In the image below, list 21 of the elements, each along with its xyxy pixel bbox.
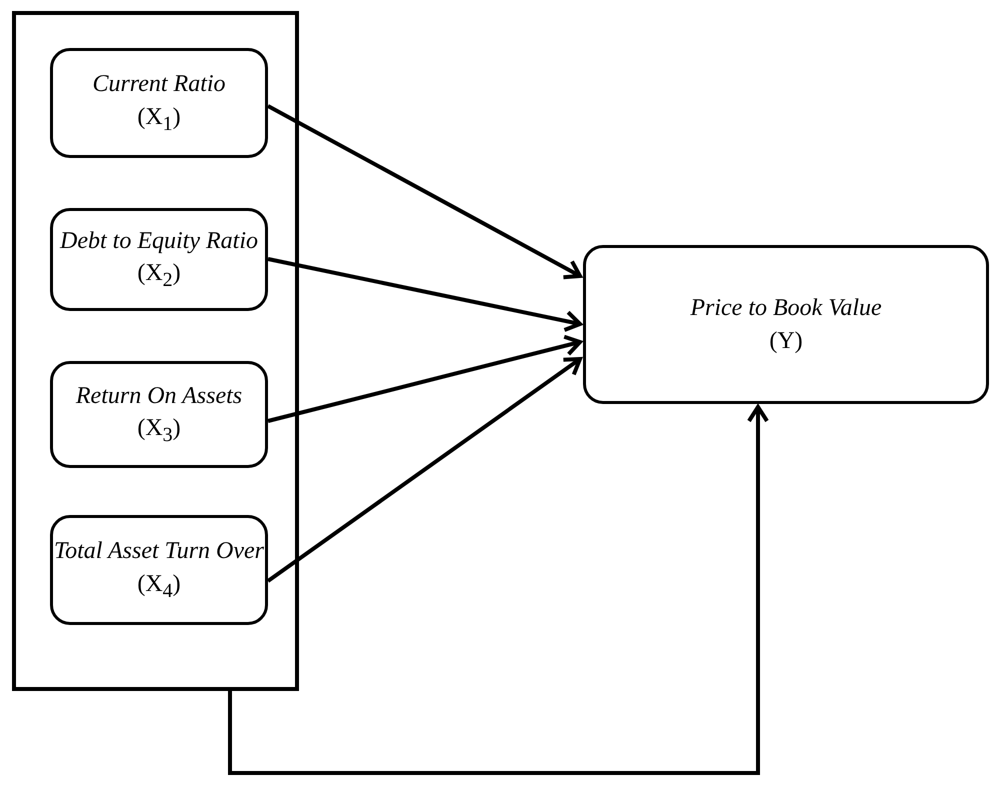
- arrow: [228, 405, 769, 775]
- variable-name: Return On Assets: [76, 382, 242, 410]
- variable-symbol: (X$_{4}$): [137, 570, 181, 602]
- variable-box: [50, 208, 268, 311]
- variable-symbol: (Y): [769, 328, 803, 354]
- variable-box: [583, 245, 989, 404]
- group-frame: [12, 11, 299, 691]
- variable-symbol: (X$_{2}$): [137, 260, 181, 292]
- variable-name: Total Asset Turn Over: [54, 538, 264, 565]
- variable-symbol: (X$_{3}$): [137, 415, 181, 446]
- variable-box: [50, 48, 268, 158]
- arrow: [268, 334, 582, 423]
- variable-box: [50, 515, 268, 625]
- arrow: [268, 257, 582, 332]
- variable-symbol: (X$_{1}$): [137, 104, 181, 135]
- arrow: [267, 104, 582, 280]
- variable-name: Price to Book Value: [690, 295, 882, 322]
- variable-box: [50, 361, 268, 468]
- arrow: [266, 357, 582, 583]
- variable-name: Current Ratio: [92, 71, 226, 98]
- variable-name: Debt to Equity Ratio: [60, 228, 258, 254]
